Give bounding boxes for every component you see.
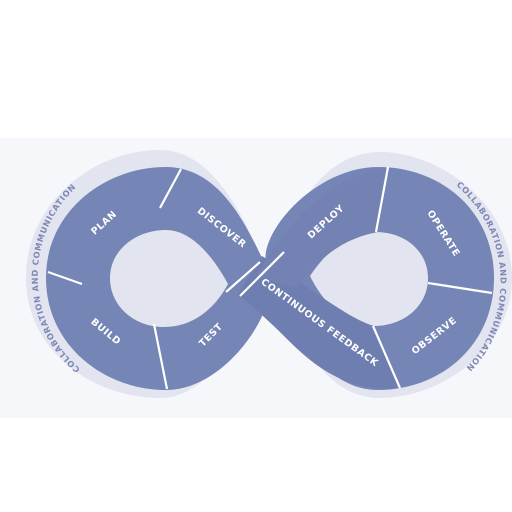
left-loop-ring [46, 167, 271, 390]
feedback-band [238, 256, 398, 389]
segment-dividers [47, 166, 493, 390]
deploy-band [256, 168, 388, 288]
